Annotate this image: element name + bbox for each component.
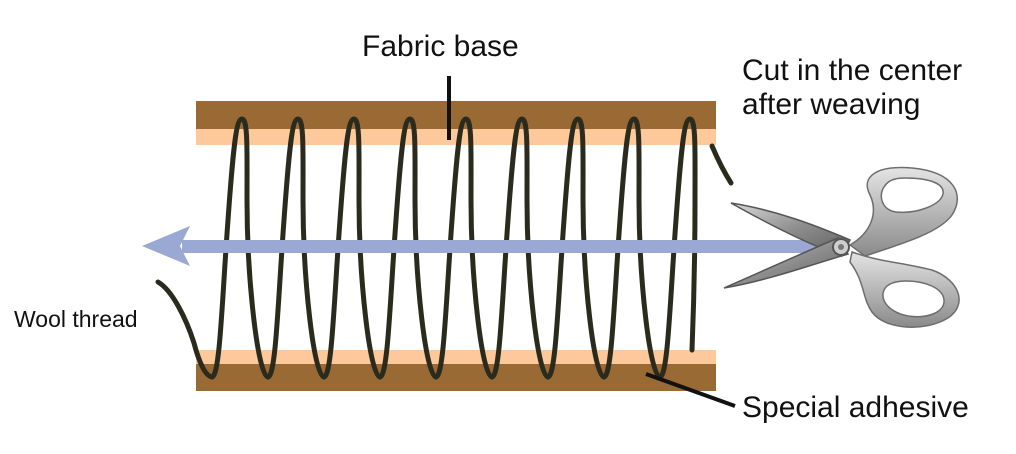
wool-thread-loop-7 xyxy=(545,116,607,380)
adhesive-leader xyxy=(645,372,736,408)
special-adhesive-label: Special adhesive xyxy=(742,391,969,424)
wool-thread-loop-3 xyxy=(321,116,383,380)
wool-thread-loop-6 xyxy=(489,116,551,380)
wool-thread-label: Wool thread xyxy=(14,306,138,332)
adhesive-top xyxy=(196,129,716,145)
wool-thread-coils xyxy=(155,116,734,380)
arrow-left-icon xyxy=(142,226,832,266)
fabric-base-bottom xyxy=(196,364,716,391)
wool-thread-loop-1 xyxy=(209,116,271,380)
adhesive-bottom xyxy=(196,350,716,364)
wool-thread-end xyxy=(709,143,734,186)
cut-instruction-line-1: Cut in the center xyxy=(742,54,963,87)
wool-thread-loop-4 xyxy=(377,116,439,380)
wool-thread-loop-5 xyxy=(433,116,495,380)
wool-thread-loop-2 xyxy=(265,116,327,380)
wool-thread-loop-9 xyxy=(657,116,698,380)
cut-instruction-line-2: after weaving xyxy=(742,88,921,121)
wool-thread-loop-8 xyxy=(601,116,663,380)
scissors-icon xyxy=(723,166,960,328)
cut-instruction-label: Cut in the center after weaving xyxy=(742,54,962,122)
fabric-base-label: Fabric base xyxy=(362,30,519,63)
wool-thread-start xyxy=(155,279,215,380)
scissors-upper-handle xyxy=(848,166,958,257)
scissors-lower-handle xyxy=(849,251,960,328)
